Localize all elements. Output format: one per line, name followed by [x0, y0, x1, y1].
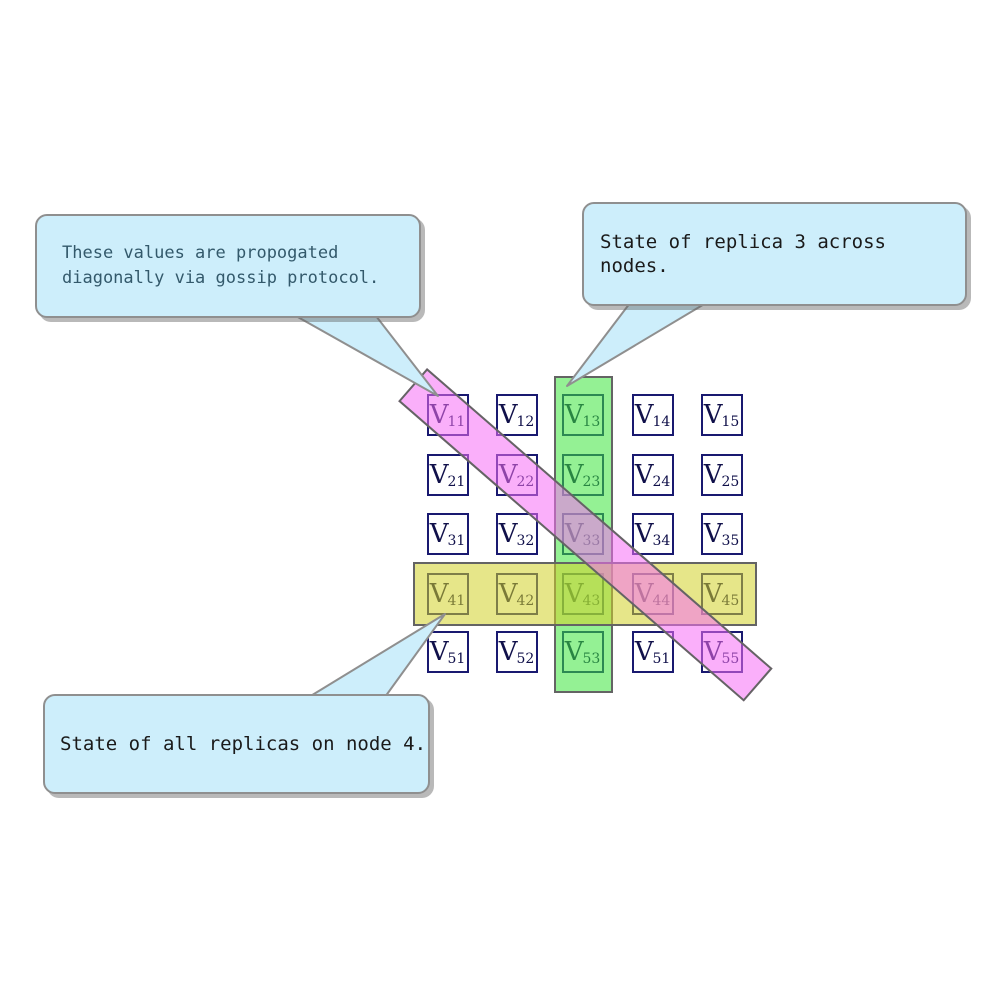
gossip-callout: These values are propogated diagonally v… [35, 214, 421, 318]
cell-subscript: 32 [516, 533, 535, 549]
cell-subscript: 21 [447, 474, 466, 490]
cell-symbol: V [498, 400, 518, 430]
cell-symbol: V [429, 519, 449, 549]
cell-symbol: V [703, 519, 723, 549]
node-callout-tail [308, 613, 446, 698]
cell-subscript: 12 [516, 414, 535, 430]
cell-subscript: 14 [652, 414, 671, 430]
cell-symbol: V [498, 637, 518, 667]
cell-symbol: V [429, 637, 449, 667]
cell-symbol: V [634, 637, 654, 667]
cell-symbol: V [634, 460, 654, 490]
cell-subscript: 35 [721, 533, 740, 549]
node-callout: State of all replicas on node 4. [43, 694, 430, 794]
cell-subscript: 52 [516, 651, 535, 667]
gossip-callout-tail [295, 315, 439, 397]
replica-callout: State of replica 3 across nodes. [582, 202, 967, 306]
replica-callout-text: State of replica 3 across nodes. [600, 231, 886, 277]
gossip-callout-text: These values are propogated diagonally v… [62, 243, 380, 288]
cell-symbol: V [634, 400, 654, 430]
cell-symbol: V [429, 460, 449, 490]
cell-subscript: 51 [652, 651, 671, 667]
node-callout-text: State of all replicas on node 4. [60, 733, 427, 755]
cell-subscript: 51 [447, 651, 466, 667]
cell-subscript: 24 [652, 474, 671, 490]
cell-subscript: 25 [721, 474, 740, 490]
cell-subscript: 34 [652, 533, 671, 549]
cell-symbol: V [703, 460, 723, 490]
cell-symbol: V [703, 400, 723, 430]
replica-callout-tail [566, 302, 707, 387]
cell-symbol: V [634, 519, 654, 549]
cell-subscript: 15 [721, 414, 740, 430]
cell-symbol: V [498, 519, 518, 549]
cell-subscript: 31 [447, 533, 466, 549]
